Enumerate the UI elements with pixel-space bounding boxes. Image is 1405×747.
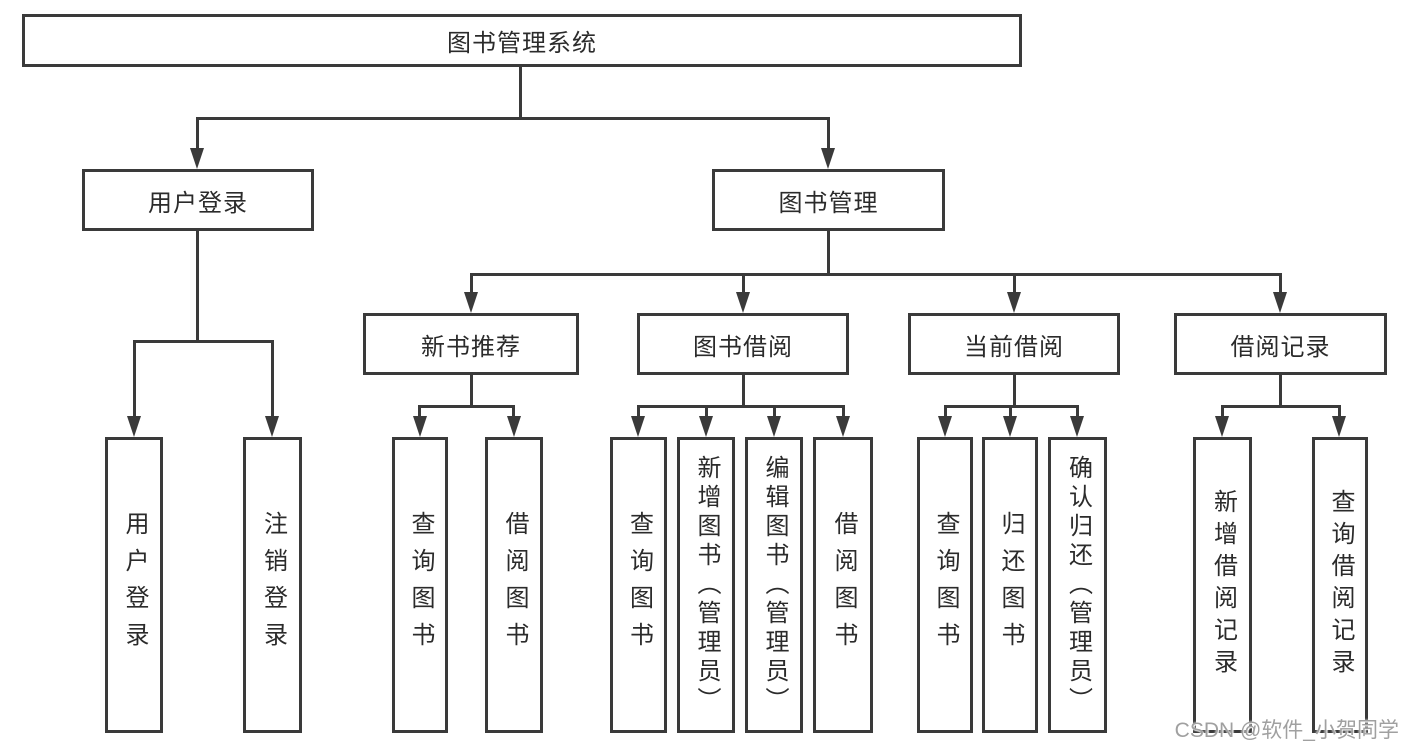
node-book-borrow-label: 图书借阅 [693,333,793,361]
arrowhead-return-books [1003,416,1017,437]
connector-drop-add-books [705,405,708,418]
connector-drop-borrow-books [842,405,845,418]
connector-root-hline [196,117,830,120]
node-new-book-recommend-label: 新书推荐 [421,333,521,361]
leaf-add-books-admin: 新增图书（管理员） [677,437,735,733]
leaf-add-borrow-record-label: 新增借阅记录 [1209,489,1237,681]
leaf-borrow-books-newbook-label: 借阅图书 [501,511,528,659]
connector-newbook-hline [418,405,515,408]
arrowhead-user-login [190,148,204,169]
arrowhead-current-borrow [1007,292,1021,313]
connector-drop-book-management [827,117,830,150]
leaf-logout-label: 注销登录 [259,511,287,659]
arrowhead-edit-books [767,416,781,437]
connector-borrowrecords-hline [1221,405,1341,408]
arrowhead-borrow-records [1273,292,1287,313]
leaf-add-borrow-record: 新增借阅记录 [1193,437,1252,733]
node-book-borrow: 图书借阅 [637,313,849,375]
leaf-return-books: 归还图书 [982,437,1038,733]
arrowhead-query-record [1332,416,1346,437]
leaf-edit-books-admin: 编辑图书（管理员） [745,437,803,733]
leaf-query-books-current: 查询图书 [917,437,973,733]
connector-mgmt-stub [827,231,830,275]
leaf-query-borrow-record-label: 查询借阅记录 [1327,489,1354,681]
connector-drop-query-current [944,405,947,418]
node-current-borrow: 当前借阅 [908,313,1120,375]
leaf-borrow-books-borrow-label: 借阅图书 [830,511,857,659]
connector-bookborrow-hline [637,405,845,408]
arrowhead-query-current [938,416,952,437]
leaf-add-books-admin-label: 新增图书（管理员） [693,454,720,716]
connector-drop-return-books [1009,405,1012,418]
connector-mgmt-hline [470,273,1282,276]
leaf-query-books-current-label: 查询图书 [932,511,959,659]
connector-drop-borrow-newbook [512,405,515,418]
node-root: 图书管理系统 [22,14,1022,67]
connector-drop-edit-books [773,405,776,418]
leaf-query-books-newbook-label: 查询图书 [407,511,434,659]
arrowhead-query-newbook [413,416,427,437]
connector-drop-borrow-records [1279,273,1282,296]
connector-drop-leaf-user-login [133,340,136,418]
connector-currentborrow-stub [1013,375,1016,407]
node-book-management-label: 图书管理 [778,189,879,217]
leaf-return-books-label: 归还图书 [997,511,1024,659]
node-user-login: 用户登录 [82,169,314,231]
arrowhead-leaf-logout [265,416,279,437]
node-book-management: 图书管理 [712,169,945,231]
arrowhead-new-book [464,292,478,313]
arrowhead-borrow-books [836,416,850,437]
connector-drop-query-newbook [418,405,421,418]
connector-login-stub [196,231,199,342]
node-new-book-recommend: 新书推荐 [363,313,579,375]
watermark: CSDN @软件_小贺同学 [1174,719,1399,742]
arrowhead-book-management [821,148,835,169]
connector-drop-add-record [1221,405,1224,418]
connector-drop-query-borrow [637,405,640,418]
node-root-label: 图书管理系统 [447,30,597,57]
connector-drop-current-borrow [1013,273,1016,296]
connector-login-hline [133,340,274,343]
leaf-query-books-borrow-label: 查询图书 [625,511,653,659]
connector-newbook-stub [470,375,473,407]
leaf-borrow-books-borrow: 借阅图书 [813,437,873,733]
connector-drop-user-login [196,117,199,150]
leaf-query-books-borrow: 查询图书 [610,437,667,733]
connector-drop-confirm-return [1076,405,1079,418]
leaf-logout: 注销登录 [243,437,302,733]
leaf-query-books-newbook: 查询图书 [392,437,448,733]
arrowhead-leaf-user-login [127,416,141,437]
connector-root-stub [519,67,522,119]
connector-drop-new-book [470,273,473,296]
connector-borrowrecords-stub [1279,375,1282,407]
node-current-borrow-label: 当前借阅 [964,333,1064,361]
arrowhead-book-borrow [736,292,750,313]
arrowhead-query-borrow [631,416,645,437]
leaf-borrow-books-newbook: 借阅图书 [485,437,543,733]
node-borrow-records-label: 借阅记录 [1230,333,1331,361]
leaf-query-borrow-record: 查询借阅记录 [1312,437,1368,733]
connector-drop-book-borrow [742,273,745,296]
arrowhead-add-books [699,416,713,437]
arrowhead-borrow-newbook [507,416,521,437]
leaf-user-login: 用户登录 [105,437,163,733]
arrowhead-confirm-return [1070,416,1084,437]
leaf-confirm-return-admin-label: 确认归还（管理员） [1064,454,1092,716]
node-borrow-records: 借阅记录 [1174,313,1387,375]
leaf-edit-books-admin-label: 编辑图书（管理员） [761,454,788,716]
leaf-user-login-label: 用户登录 [121,511,148,659]
node-user-login-label: 用户登录 [148,189,248,217]
connector-bookborrow-stub [742,375,745,407]
connector-drop-query-record [1338,405,1341,418]
leaf-confirm-return-admin: 确认归还（管理员） [1048,437,1107,733]
arrowhead-add-record [1215,416,1229,437]
connector-drop-leaf-logout [271,340,274,418]
